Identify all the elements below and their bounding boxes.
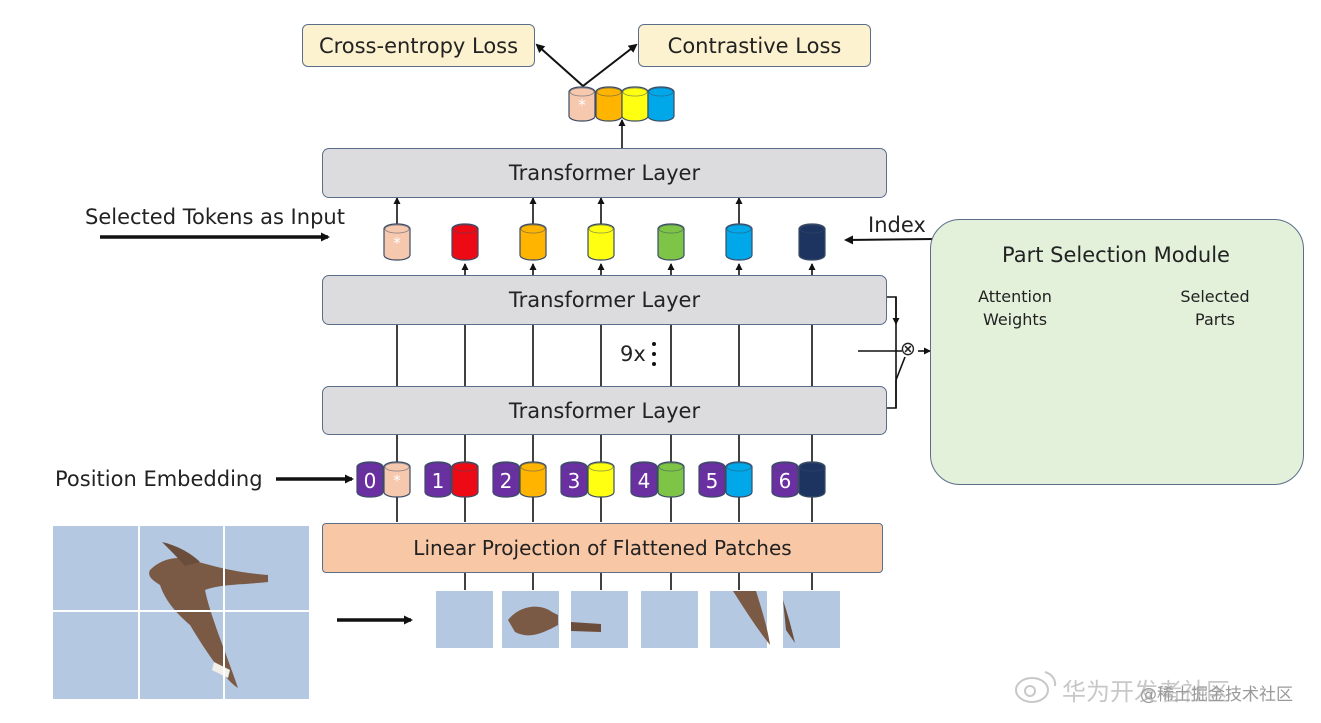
arrow-to-contrastive: [582, 43, 638, 87]
embedding-pair-2: 2: [492, 461, 547, 498]
position-embedding-label: Position Embedding: [55, 467, 263, 491]
position-number-1: 1: [432, 469, 445, 493]
embedding-pair-1: 1: [424, 461, 479, 498]
patch-token-6: [798, 461, 826, 498]
selected-token-3: [587, 223, 615, 261]
position-token-0: [356, 461, 384, 498]
output-token-0-mark: *: [578, 96, 586, 114]
selected-tokens: *: [383, 223, 826, 261]
output-tokens: *: [568, 86, 675, 122]
position-token-1: [424, 461, 452, 498]
output-token-3: [647, 86, 675, 122]
index-arrow: [844, 235, 936, 245]
position-number-0: 0: [364, 469, 377, 493]
position-token-6: [771, 461, 799, 498]
attention-weights-label: Attention Weights: [965, 285, 1065, 331]
position-number-3: 3: [568, 469, 581, 493]
selected-token-6: [798, 223, 826, 261]
watermark-small: @稀土掘金技术社区: [1140, 685, 1293, 705]
selected-token-1: [451, 223, 479, 261]
repeat-dots: [652, 342, 656, 366]
patch-token-3: [587, 461, 615, 498]
position-number-2: 2: [500, 469, 513, 493]
connections-proj-to-embed: [396, 496, 813, 522]
selected-token-5: [725, 223, 753, 261]
selected-tokens-label: Selected Tokens as Input: [85, 205, 345, 229]
connections-embed-to-bottom: [396, 434, 813, 462]
embedding-pair-3: 3: [560, 461, 615, 498]
embedding-pair-6: 6: [771, 461, 826, 498]
bottom-transformer-label: Transformer Layer: [508, 398, 701, 423]
arrow-to-cross-entropy: [535, 43, 584, 87]
contrastive-loss-label: Contrastive Loss: [667, 33, 842, 58]
connections-bottom-to-middle: [396, 324, 813, 386]
position-number-6: 6: [779, 469, 792, 493]
output-token-0: *: [568, 86, 596, 122]
selected-parts-line1: Selected: [1180, 287, 1250, 306]
image-patches: [436, 591, 840, 648]
contrastive-loss-box: Contrastive Loss: [638, 24, 871, 67]
position-number-5: 5: [706, 469, 719, 493]
attention-bracket: [858, 296, 931, 409]
embedding-pair-0: 0*: [356, 461, 411, 498]
middle-transformer-layer: Transformer Layer: [322, 275, 887, 325]
attention-weights-line1: Attention: [978, 287, 1052, 306]
embedding-pair-5: 5: [698, 461, 753, 498]
selected-token-0: *: [383, 223, 411, 261]
index-label: Index: [868, 213, 926, 237]
part-selection-title: Part Selection Module: [1002, 243, 1230, 267]
patch-token-0: *: [383, 461, 411, 498]
linear-projection-box: Linear Projection of Flattened Patches: [322, 523, 883, 573]
patch-token-2: [519, 461, 547, 498]
embedding-pair-4: 4: [630, 461, 685, 498]
output-token-2: [621, 86, 649, 122]
selected-token-2: [519, 223, 547, 261]
patch-token-4: [657, 461, 685, 498]
patch-token-0-mark: *: [393, 472, 401, 490]
repeat-count-label: 9x: [620, 342, 646, 366]
position-token-3: [560, 461, 588, 498]
selected-parts-label: Selected Parts: [1165, 285, 1265, 331]
cross-entropy-loss-label: Cross-entropy Loss: [318, 33, 519, 58]
patch-token-1: [451, 461, 479, 498]
bottom-transformer-layer: Transformer Layer: [322, 386, 887, 435]
input-bird-image: [53, 526, 309, 699]
output-token-1: [595, 86, 623, 122]
multiply-symbol: ⊗: [900, 338, 916, 360]
middle-transformer-label: Transformer Layer: [508, 288, 701, 312]
position-token-5: [698, 461, 726, 498]
linear-projection-label: Linear Projection of Flattened Patches: [413, 536, 792, 560]
attention-weights-line2: Weights: [982, 310, 1048, 329]
cross-entropy-loss-box: Cross-entropy Loss: [302, 24, 535, 67]
selected-token-0-mark: *: [393, 234, 401, 252]
position-token-2: [492, 461, 520, 498]
arrows-into-top-layer: [393, 197, 743, 224]
arrows-out-of-middle-layer: [461, 263, 816, 275]
watermark-main: 华为开发者社区: [1062, 678, 1230, 706]
top-transformer-layer: Transformer Layer: [322, 148, 887, 198]
connections-patches-to-proj: [464, 572, 813, 590]
watermark-logo: [1015, 671, 1057, 703]
part-selection-module: [930, 219, 1304, 485]
position-token-4: [630, 461, 658, 498]
selected-token-4: [657, 223, 685, 261]
position-number-4: 4: [638, 469, 651, 493]
top-transformer-label: Transformer Layer: [508, 161, 701, 185]
selected-parts-line2: Parts: [1195, 310, 1235, 329]
patch-token-5: [725, 461, 753, 498]
